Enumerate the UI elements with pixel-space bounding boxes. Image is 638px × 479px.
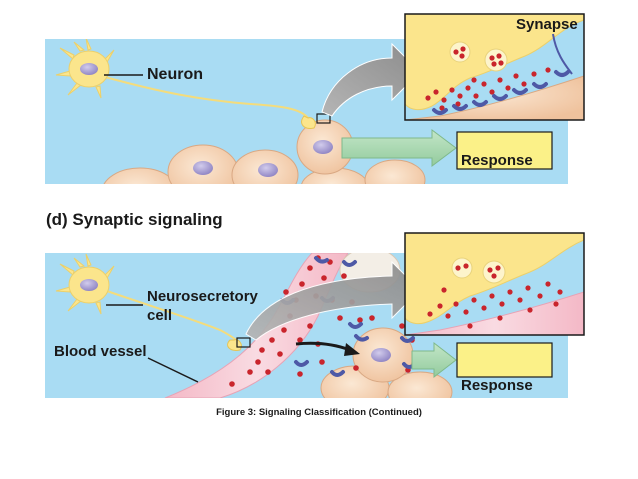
neurosecretory-label-line2: cell bbox=[147, 307, 173, 324]
figure-caption-wrap: Figure 3: Signaling Classification (Cont… bbox=[0, 407, 638, 418]
neuron-label: Neuron bbox=[147, 66, 203, 83]
neuron bbox=[55, 39, 316, 129]
panel-title: (d) Synaptic signaling bbox=[46, 210, 223, 229]
target-cell bbox=[301, 167, 369, 184]
inset-bottom-frame bbox=[404, 232, 585, 336]
synapse-leader-line bbox=[552, 33, 573, 75]
synapse-inset-frame bbox=[404, 13, 585, 121]
response-box-top bbox=[456, 131, 553, 170]
neuron-nucleus bbox=[80, 63, 98, 75]
target-cell bbox=[387, 371, 453, 398]
synaptic-vesicle bbox=[449, 41, 471, 63]
figure-caption: Figure 3: Signaling Classification (Cont… bbox=[216, 407, 422, 418]
blood-vessel bbox=[164, 253, 349, 398]
target-cell bbox=[364, 159, 426, 184]
response-box-bottom bbox=[456, 342, 553, 378]
receptors bbox=[432, 82, 548, 115]
axon-terminal bbox=[301, 115, 316, 129]
target-cell-nucleus bbox=[313, 140, 333, 154]
target-cell-nucleus bbox=[193, 161, 213, 175]
response-arrow-bottom bbox=[411, 341, 457, 379]
synapse-label: Synapse bbox=[516, 16, 578, 33]
release-marker bbox=[236, 337, 251, 348]
synapse-inset-bottom bbox=[404, 232, 585, 336]
target-cell-nucleus bbox=[371, 348, 391, 362]
response-arrow-top bbox=[341, 129, 457, 167]
response-label-top: Response bbox=[461, 152, 533, 169]
target-cell bbox=[103, 167, 177, 184]
neurosecretory-label-line1: Neurosecretory bbox=[147, 288, 258, 305]
synapse-marker bbox=[316, 113, 331, 124]
blood-vessel-leader-line bbox=[147, 357, 199, 383]
neuron-axon bbox=[104, 76, 309, 119]
neurosecretory-cell-label: Neurosecretory cell bbox=[147, 287, 258, 325]
neurosecretory-cell bbox=[55, 253, 242, 351]
synaptic-vesicle bbox=[484, 48, 508, 72]
target-cells bbox=[103, 119, 426, 184]
target-cell-nucleus bbox=[258, 163, 278, 177]
blood-vessel-label: Blood vessel bbox=[54, 343, 147, 360]
synapse-inset-top bbox=[404, 13, 585, 121]
response-label-bottom: Response bbox=[461, 377, 533, 394]
